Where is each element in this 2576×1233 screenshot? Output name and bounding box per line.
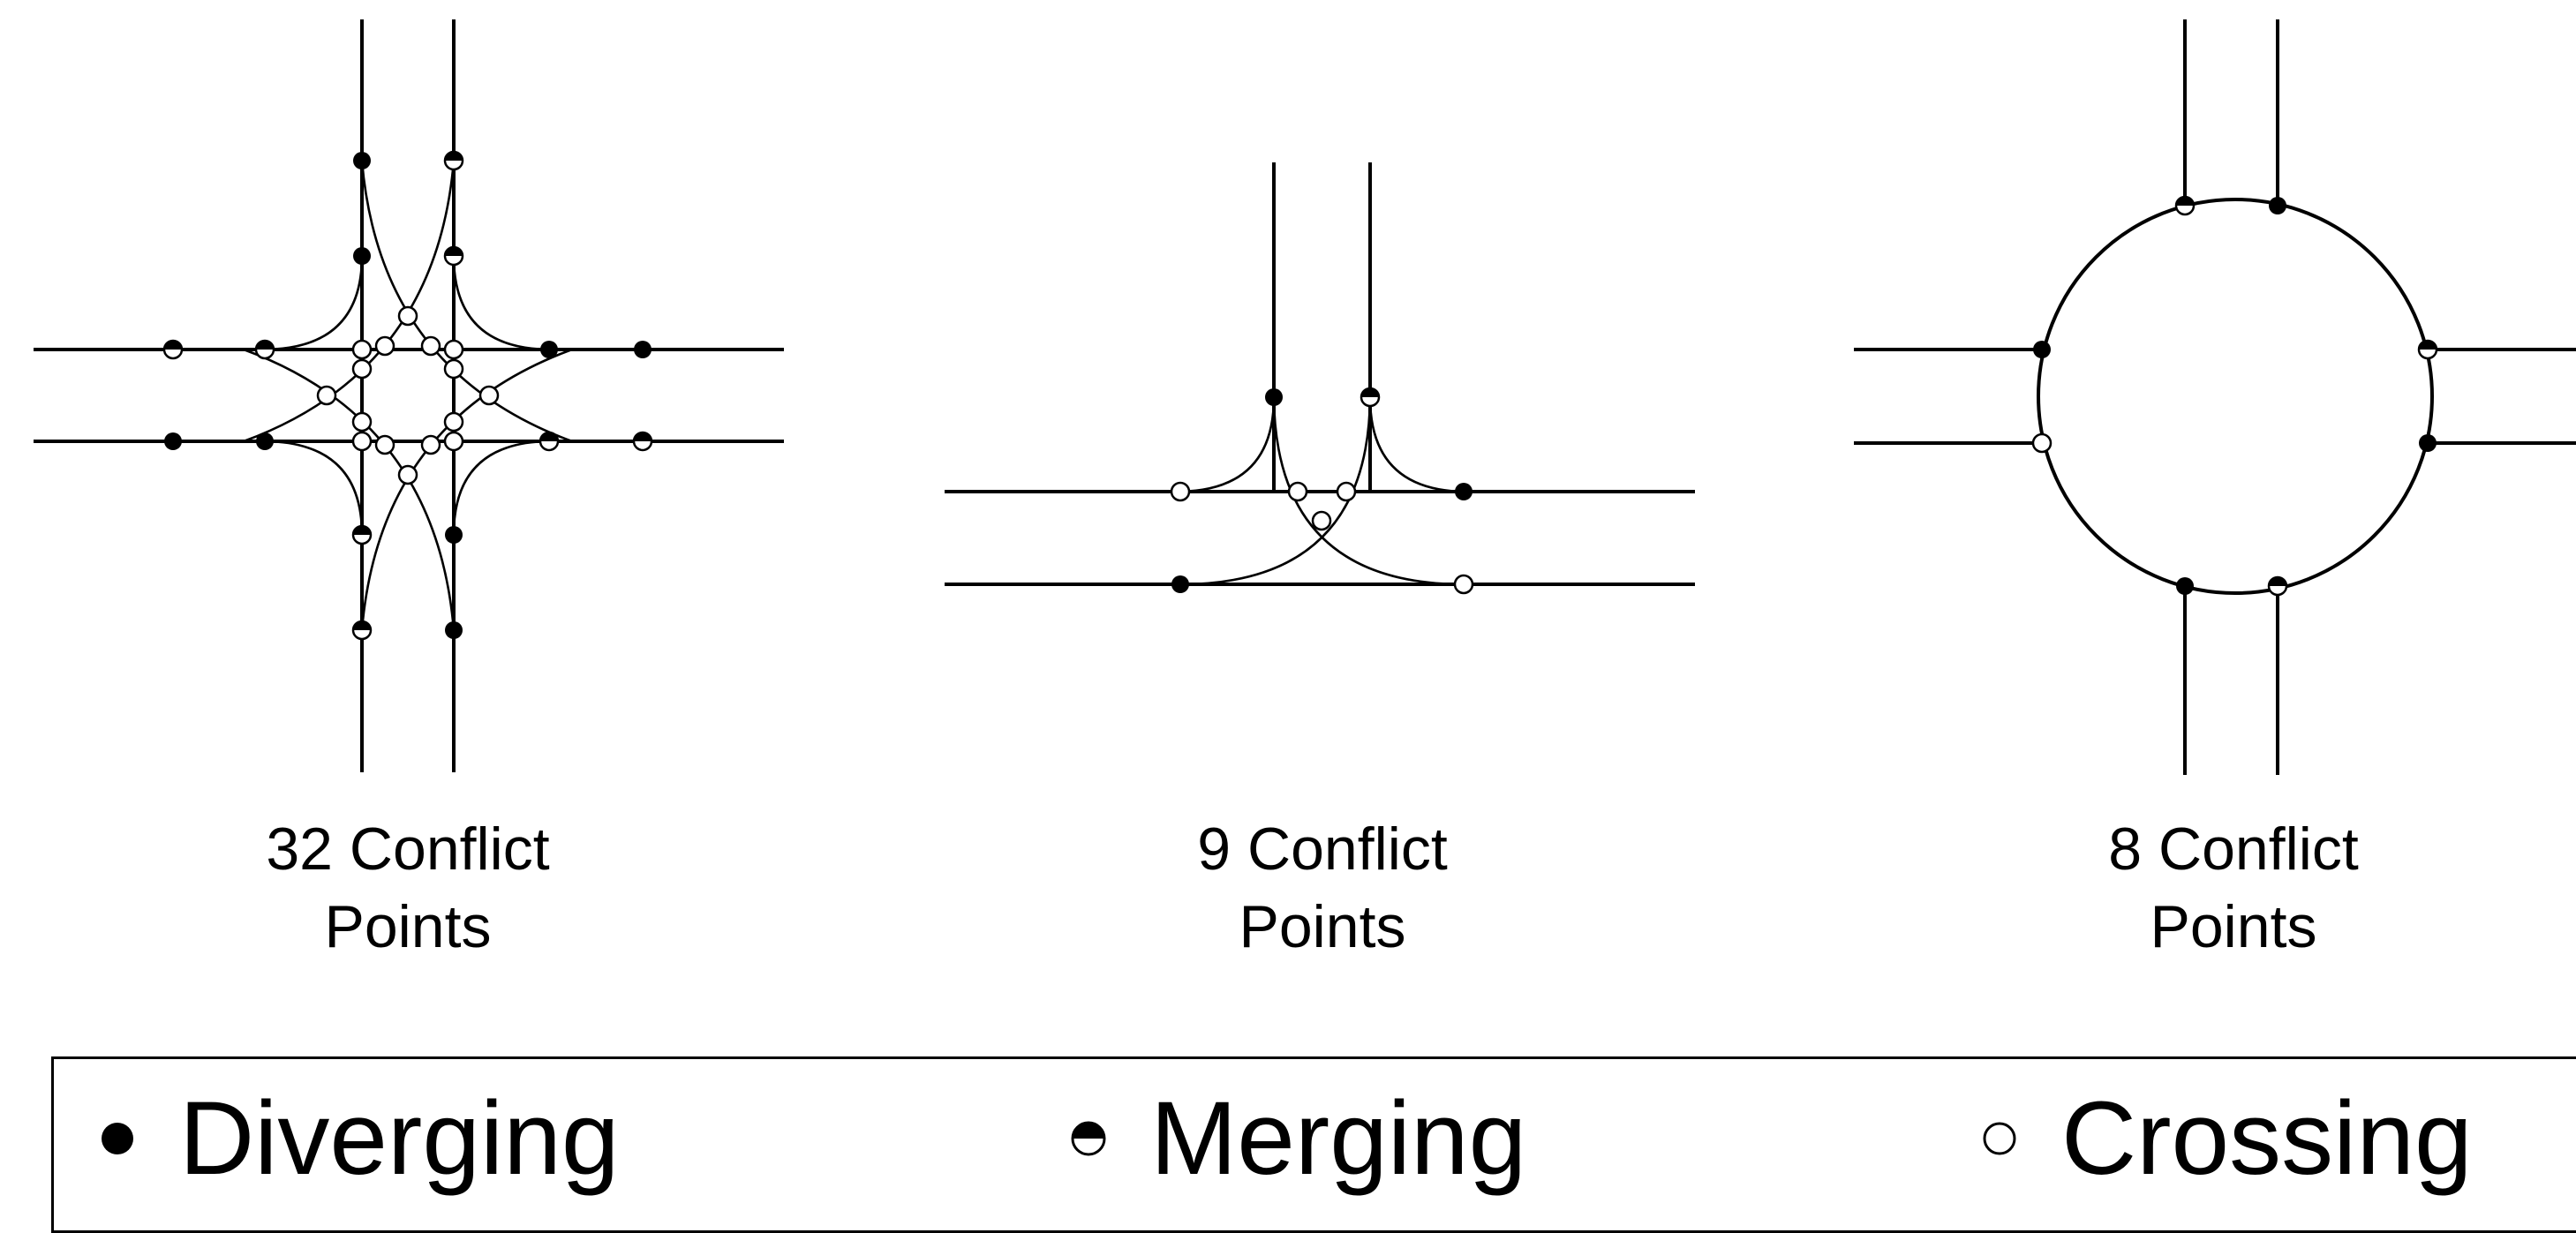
four-way-road-lines (34, 19, 784, 772)
merging-point-marker (162, 339, 184, 360)
points-label: Points (324, 893, 492, 960)
crossing-marker-icon (1983, 1122, 2016, 1155)
diverging-point-marker (2269, 197, 2286, 214)
diverging-point-marker (164, 432, 182, 450)
diverging-point-marker (2033, 341, 2051, 358)
legend-item-merging: Merging (1069, 1086, 1526, 1192)
diverging-marker-icon (102, 1123, 133, 1154)
points-label: Points (2150, 893, 2317, 960)
crossing-point-marker (1287, 481, 1308, 502)
crossing-point-marker (2031, 432, 2053, 454)
diverging-point-marker (1265, 388, 1283, 406)
t-road-lines (945, 162, 1695, 586)
crossing-point-marker (374, 434, 395, 455)
legend: Diverging Merging Crossing (51, 1056, 2576, 1233)
crossing-point-marker (351, 358, 373, 380)
diverging-point-marker (1171, 575, 1189, 593)
legend-item-crossing: Crossing (1980, 1086, 2473, 1192)
conflict-count-label: 32 Conflict (266, 816, 550, 883)
legend-label-merging: Merging (1150, 1080, 1527, 1197)
diverging-point-marker (634, 341, 652, 358)
diverging-point-marker (540, 341, 558, 358)
roundabout-road-lines (1854, 19, 2576, 775)
diverging-point-marker (353, 152, 371, 169)
crossing-point-marker (1336, 481, 1357, 502)
merging-point-marker (1360, 387, 1381, 408)
crossing-point-marker (1170, 481, 1191, 502)
crossing-point-marker (443, 431, 464, 452)
crossing-point-marker (420, 335, 441, 357)
diverging-point-marker (256, 432, 274, 450)
crossing-point-marker (351, 339, 373, 360)
t-turn-paths (1179, 396, 1465, 586)
crossing-point-marker (351, 411, 373, 432)
crossing-point-marker (443, 411, 464, 432)
merging-point-marker (443, 150, 464, 171)
four-way-intersection (34, 19, 784, 772)
diverging-point-marker (445, 621, 463, 639)
conflict-count-label: 8 Conflict (2108, 816, 2359, 883)
merging-marker-icon (1071, 1121, 1106, 1156)
crossing-point-marker (478, 385, 500, 406)
merging-point-marker (539, 431, 560, 452)
caption-roundabout: 8 Conflict Points (1969, 810, 2498, 966)
crossing-point-marker (1453, 574, 1474, 595)
legend-item-diverging: Diverging (98, 1086, 619, 1192)
caption-four-way: 32 Conflict Points (143, 810, 673, 966)
crossing-point-marker (397, 305, 418, 327)
t-intersection (945, 162, 1695, 586)
diverging-point-marker (2176, 577, 2194, 595)
merging-point-marker (443, 245, 464, 267)
crossing-point-marker (420, 434, 441, 455)
conflict-markers (162, 150, 2438, 641)
legend-label-diverging: Diverging (179, 1080, 620, 1197)
crossing-point-marker (316, 385, 337, 406)
conflict-count-label: 9 Conflict (1197, 816, 1448, 883)
crossing-point-marker (1311, 510, 1332, 531)
merging-point-marker (2267, 575, 2288, 597)
diverging-point-marker (2419, 434, 2437, 452)
roundabout (1854, 19, 2576, 775)
crossing-point-marker (397, 464, 418, 485)
diverging-point-marker (445, 526, 463, 544)
legend-label-crossing: Crossing (2061, 1080, 2473, 1197)
caption-t-intersection: 9 Conflict Points (1058, 810, 1587, 966)
merging-point-marker (351, 620, 373, 641)
crossing-point-marker (443, 339, 464, 360)
crossing-point-marker (351, 431, 373, 452)
merging-point-marker (351, 524, 373, 545)
diverging-point-marker (1455, 483, 1473, 500)
merging-point-marker (254, 339, 275, 360)
diverging-point-marker (353, 247, 371, 265)
four-way-turn-paths (243, 160, 573, 631)
merging-point-marker (2417, 339, 2438, 360)
crossing-point-marker (374, 335, 395, 357)
merging-point-marker (2174, 195, 2196, 216)
points-label: Points (1239, 893, 1406, 960)
merging-point-marker (632, 431, 653, 452)
crossing-point-marker (443, 358, 464, 380)
